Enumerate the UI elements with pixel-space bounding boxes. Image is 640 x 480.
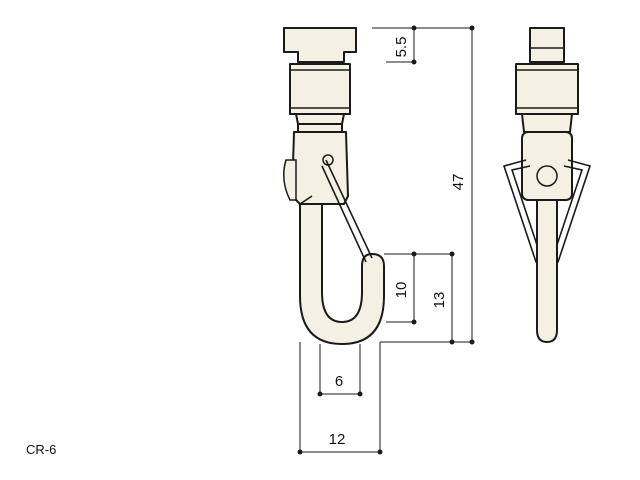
dimension-label-13: 13: [431, 292, 448, 309]
dimension-10: 10: [384, 251, 452, 325]
dimension-label-47: 47: [450, 174, 467, 191]
dimension-label-5-5: 5.5: [393, 37, 410, 58]
side-collar: [515, 63, 579, 115]
dimension-47: 47: [414, 25, 475, 345]
spring-gate: [299, 159, 373, 263]
neck: [295, 113, 345, 133]
dimension-label-12: 12: [329, 431, 346, 448]
dimension-label-6: 6: [335, 373, 343, 390]
hook: [299, 203, 385, 345]
side-top-cap: [529, 27, 565, 63]
swivel-body: [283, 131, 349, 205]
dimension-5-5: 5.5: [372, 25, 417, 65]
side-neck: [521, 113, 573, 133]
dimension-13: 13: [384, 251, 472, 345]
top-cap: [283, 27, 357, 63]
dimension-6: 6: [317, 344, 363, 397]
product-code: CR-6: [26, 442, 56, 457]
dimension-12: 12: [297, 341, 386, 455]
side-hook-shank: [536, 199, 558, 343]
side-view: [502, 27, 592, 343]
dimension-label-10: 10: [393, 282, 410, 299]
collar: [289, 63, 351, 115]
front-view: [283, 27, 385, 345]
